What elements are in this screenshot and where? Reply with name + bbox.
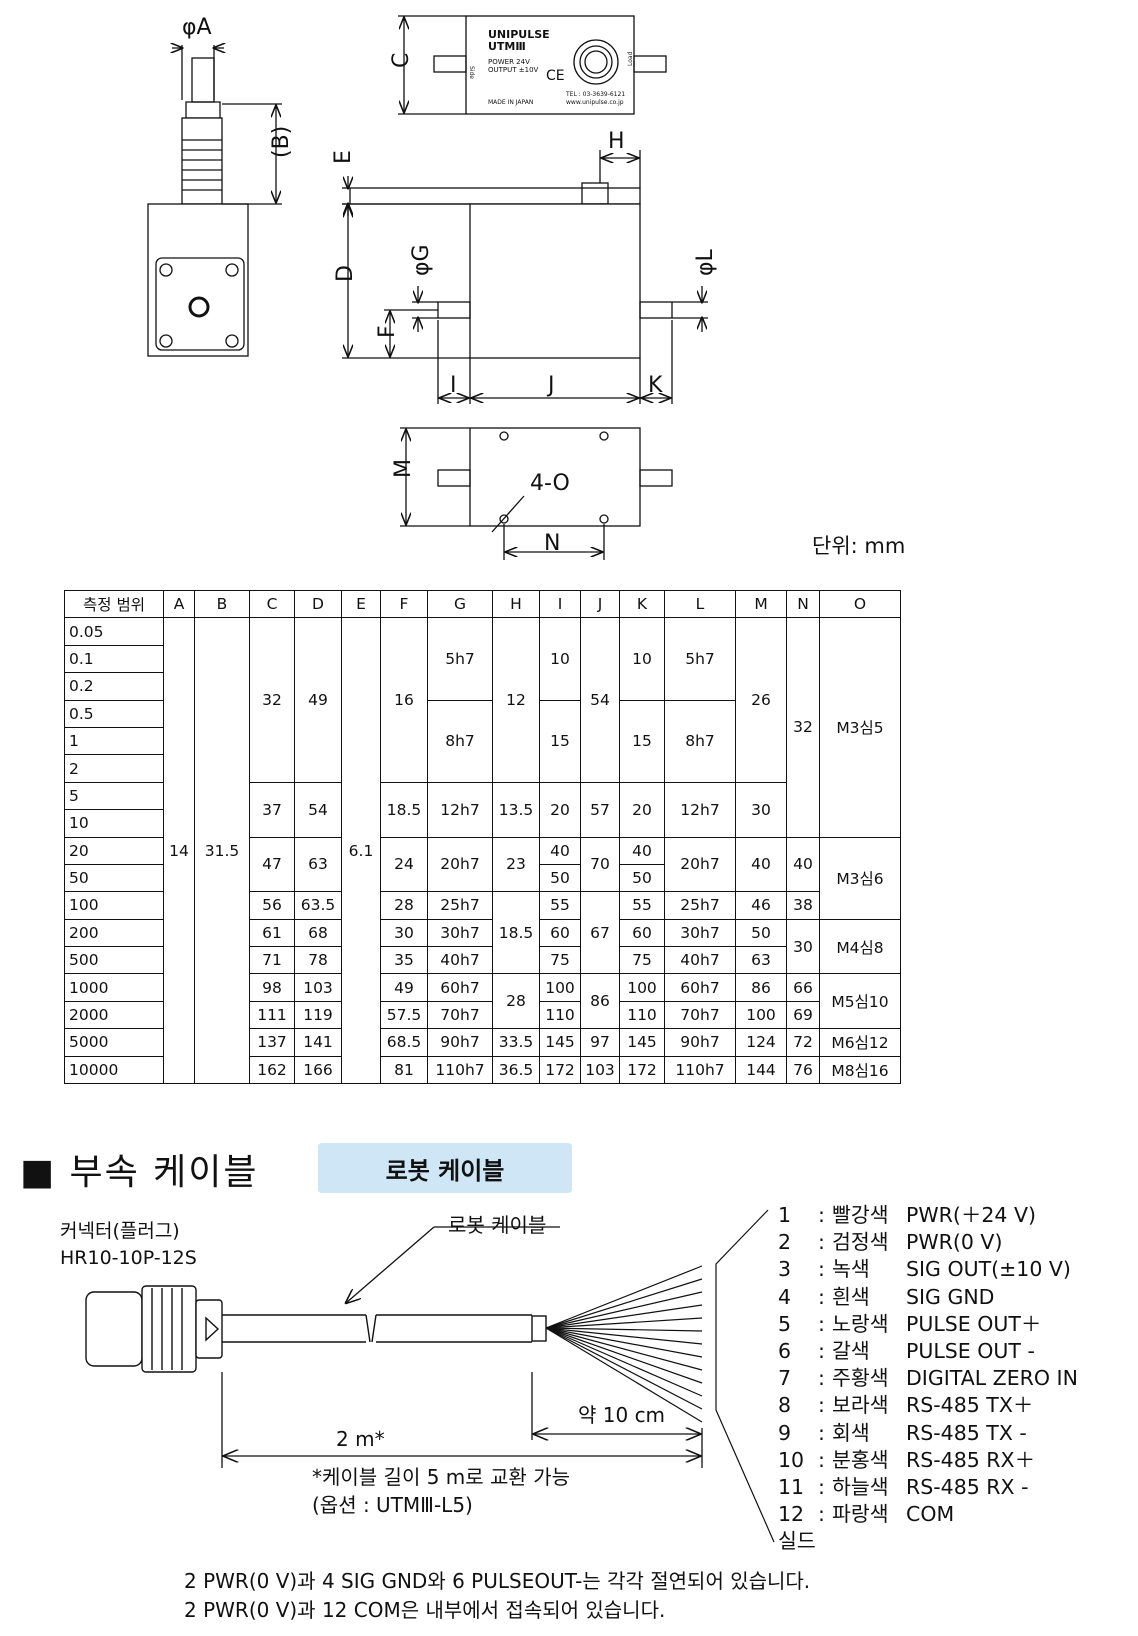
dim-J: J [546,373,555,398]
table-row: 0.05 14 31.5 32 49 6.1 16 5h7 12 10 54 1… [64,617,901,1085]
dim-E: E [331,150,356,164]
connector-model: HR10-10P-12S [60,1247,197,1269]
table-row: 5 37 54 18.5 12h7 13.5 20 57 20 12h7 30 [64,781,901,838]
dim-N: N [544,531,560,556]
dim-F: F [375,325,400,338]
option-note: *케이블 길이 5 m로 교환 가능 (옵션 : UTMⅢ-L5) [312,1463,570,1519]
footnote-1: 2 PWR(0 V)과 4 SIG GND와 6 PULSEOUT-는 각각 절… [184,1569,811,1593]
table-row: 10000 162 166 81 110h7 36.5 172 103 172 … [64,1055,901,1085]
plate-load: Load [627,51,634,66]
plate-web: www.unipulse.co.jp [566,99,624,106]
length-strip: 약 10 cm [578,1403,665,1427]
dimension-drawing: φA (B) C E D F φG H φL I J K M N 4-O UNI… [147,15,718,560]
table-row: 1000 98 103 49 60h7 28 100 86 100 60h7 8… [64,973,901,1030]
table-row: 100 56 63.5 28 25h7 18.5 55 67 55 25h7 4… [64,891,901,975]
footnotes: 2 PWR(0 V)과 4 SIG GND와 6 PULSEOUT-는 각각 절… [184,1567,810,1625]
dim-H: H [608,129,625,154]
bottom-view [400,427,673,560]
dim-D: D [333,265,358,282]
table-row: 200 61 68 30 30h7 60 60 30h7 50 30 M4심8 [64,918,901,975]
dim-4O: 4-O [530,471,570,496]
connector-label: 커넥터(플러그) HR10-10P-12S [60,1218,197,1272]
length-total: 2 m* [336,1427,385,1451]
plate-brand: UNIPULSE [488,28,550,41]
plate-tel: TEL : 03-3639-6121 [565,91,625,98]
section-title: ■ 부속 케이블 [20,1152,259,1193]
option-note-line1: *케이블 길이 5 m로 교환 가능 [312,1465,570,1489]
table-row: 0.2 [64,672,901,701]
plate-side: Side [468,66,475,79]
cable-wires [545,1209,775,1543]
table-row: 20 47 63 24 20h7 23 40 70 40 20h7 40 40 … [64,836,901,920]
cable-body [222,1314,532,1343]
cable-label: 로봇 케이블 [448,1213,547,1237]
unit-label: 단위: mm [812,534,906,558]
option-note-line2: (옵션 : UTMⅢ-L5) [312,1493,473,1517]
cable-diagram: 2 m* 약 10 cm [85,1209,775,1543]
dim-K: K [648,373,663,398]
plate-model: UTMⅢ [488,40,526,53]
footnote-2: 2 PWR(0 V)과 12 COM은 내부에서 접속되어 있습니다. [184,1598,666,1622]
table-row: 1 [64,726,901,756]
plate-output: OUTPUT ±10V [488,66,539,74]
connector-plug-icon [85,1285,223,1373]
plate-ce: CE [546,68,565,84]
table-row: 50 50 50 [64,863,901,893]
connector-name: 커넥터(플러그) [60,1220,180,1242]
dim-B: (B) [269,126,294,158]
side-view [147,45,282,357]
dim-C: C [389,53,414,68]
dim-phiG: φG [409,244,434,276]
robot-cable-badge: 로봇 케이블 [318,1143,572,1193]
table-header: 측정 범위 A B C D E F G H I J K L M N O [64,589,901,619]
table-row: 10 [64,809,901,838]
shield-row: 실드 [778,1529,816,1554]
dim-phiL: φL [693,248,718,276]
table-row: 0.1 [64,644,901,674]
dim-M: M [391,459,416,478]
plate-power: POWER 24V [488,58,530,66]
dim-I: I [450,373,457,398]
dimension-table: 측정 범위 A B C D E F G H I J K L M N O 0.05… [64,589,901,1085]
front-view [342,150,708,404]
plate-made: MADE IN JAPAN [488,99,533,106]
top-view [398,15,667,115]
table-row: 0.5 8h7 15 15 8h7 [64,699,901,783]
table-row: 2000 111 119 57.5 70h7 110 110 70h7 100 … [64,1000,901,1030]
dim-phiA: φA [182,15,212,40]
